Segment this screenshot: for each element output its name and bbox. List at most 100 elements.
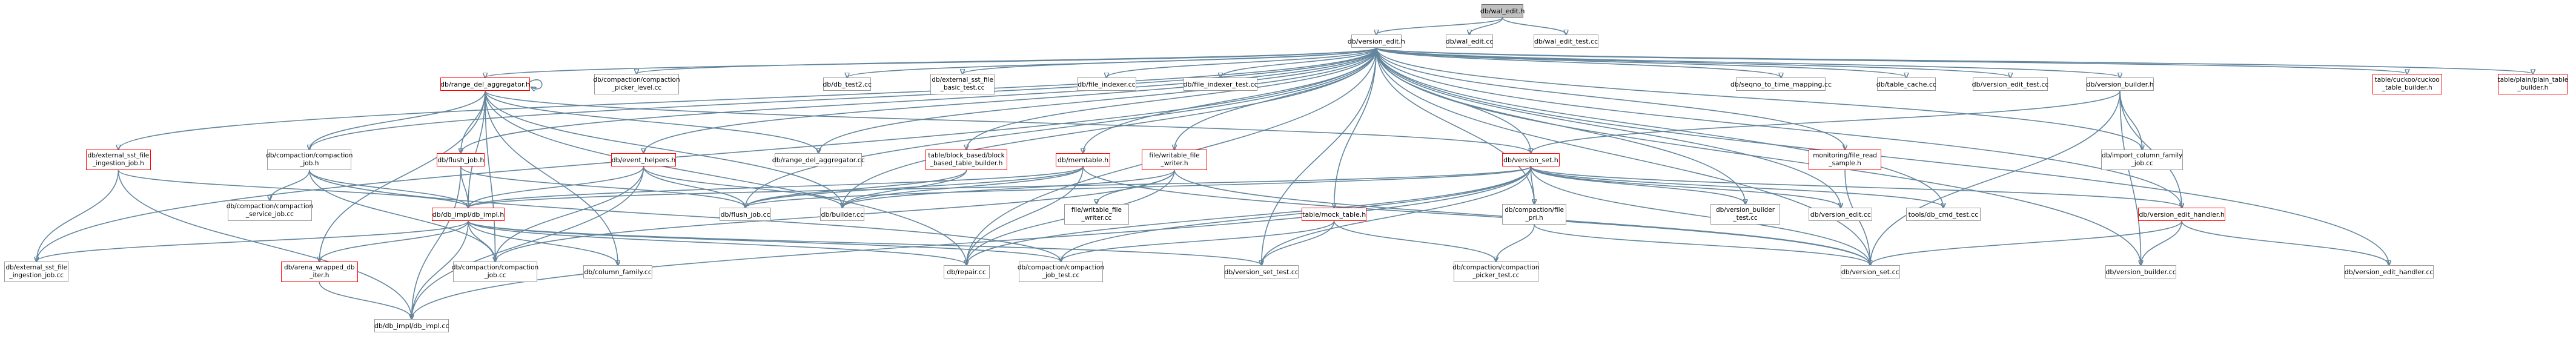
- graph-edge-wal-edit-h-to-wal-edit-cc: [1469, 17, 1503, 35]
- graph-node-import-column-family-job-cc[interactable]: db/import_column_family _job.cc: [2101, 150, 2184, 170]
- graph-edge-mock-table-h-to-compaction-picker-test-cc: [1333, 220, 1496, 262]
- graph-edge-version-edit-h-to-plain-table-builder-h: [1376, 47, 2533, 74]
- graph-node-repair-cc[interactable]: db/repair.cc: [943, 265, 990, 278]
- graph-node-file-indexer-test-cc[interactable]: db/file_indexer_test.cc: [1184, 77, 1258, 91]
- graph-node-version-set-cc[interactable]: db/version_set.cc: [1840, 265, 1900, 278]
- graph-node-arena-wrapped-db-iter-h[interactable]: db/arena_wrapped_db _iter.h: [281, 262, 358, 282]
- graph-node-file-read-sample-h[interactable]: monitoring/file_read _sample.h: [1809, 150, 1881, 170]
- graph-edge-version-set-h-to-version-set-cc: [1530, 166, 1870, 265]
- graph-edge-range-del-aggregator-h-to-arena-wrapped-db-iter-h: [319, 90, 486, 262]
- graph-edge-wal-edit-h-to-version-edit-h: [1376, 17, 1503, 35]
- graph-edge-version-builder-h-to-version-set-cc: [1870, 90, 2121, 265]
- graph-node-mock-table-h[interactable]: table/mock_table.h: [1302, 208, 1366, 221]
- graph-edge-memtable-h-to-repair-cc: [967, 166, 1084, 265]
- graph-edge-version-edit-h-to-external-sst-file-ingestion-job-cc: [36, 47, 1377, 262]
- graph-node-block-based-table-builder-h[interactable]: table/block_based/block _based_table_bui…: [925, 150, 1008, 170]
- graph-edge-wal-edit-h-to-wal-edit-test-cc: [1502, 17, 1566, 35]
- graph-node-compaction-job-cc[interactable]: db/compaction/compaction _job.cc: [452, 262, 538, 282]
- graph-edge-version-edit-h-to-version-builder-h: [1376, 47, 2120, 77]
- graph-edge-version-set-h-to-db-cmd-test-cc: [1530, 166, 1943, 208]
- graph-node-compaction-job-h[interactable]: db/compaction/compaction _job.h: [266, 150, 353, 170]
- graph-edge-version-set-h-to-compaction-job-test-cc: [1061, 166, 1532, 262]
- graph-edge-event-helpers-h-to-compaction-job-cc: [495, 166, 644, 262]
- graph-edge-version-edit-h-to-builder-cc: [843, 47, 1377, 208]
- graph-edge-version-edit-h-to-event-helpers-h: [644, 47, 1377, 153]
- graph-node-version-edit-h[interactable]: db/version_edit.h: [1348, 35, 1405, 48]
- graph-edge-memtable-h-to-builder-cc: [843, 166, 1084, 208]
- graph-node-db-impl-cc[interactable]: db/db_impl/db_impl.cc: [374, 319, 449, 332]
- graph-node-builder-cc[interactable]: db/builder.cc: [820, 208, 865, 221]
- graph-node-wal-edit-h[interactable]: db/wal_edit.h: [1480, 4, 1525, 18]
- graph-node-table-cache-cc[interactable]: db/table_cache.cc: [1876, 77, 1936, 91]
- graph-node-version-edit-cc[interactable]: db/version_edit.cc: [1809, 208, 1873, 221]
- graph-node-db-impl-h[interactable]: db/db_impl/db_impl.h: [431, 208, 505, 221]
- graph-node-seqno-to-time-mapping-cc[interactable]: db/seqno_to_time_mapping.cc: [1730, 77, 1832, 91]
- graph-edge-version-edit-h-to-table-cache-cc: [1376, 47, 1906, 77]
- graph-edge-version-edit-handler-h-to-version-edit-handler-cc: [2181, 220, 2389, 265]
- graph-edge-range-del-aggregator-h-to-db-impl-h: [468, 90, 486, 208]
- graph-node-version-set-h[interactable]: db/version_set.h: [1502, 153, 1560, 166]
- graph-node-compaction-file-pri-h[interactable]: db/compaction/file _pri.h: [1502, 204, 1567, 225]
- graph-node-compaction-service-job-cc[interactable]: db/compaction/compaction _service_job.cc: [227, 200, 313, 221]
- graph-edge-version-edit-h-to-block-based-table-builder-h: [967, 47, 1377, 150]
- graph-node-version-edit-test-cc[interactable]: db/version_edit_test.cc: [1972, 77, 2048, 91]
- graph-edge-memtable-h-to-db-impl-h: [468, 166, 1084, 208]
- graph-node-flush-job-h[interactable]: db/flush_job.h: [437, 153, 485, 166]
- graph-node-range-del-aggregator-cc[interactable]: db/range_del_aggregator.cc: [772, 153, 865, 166]
- graph-edge-version-edit-h-to-file-indexer-cc: [1107, 47, 1377, 77]
- graph-edge-memtable-h-to-flush-job-cc: [746, 166, 1084, 208]
- graph-edge-compaction-job-h-to-compaction-job-cc: [308, 170, 495, 262]
- graph-edge-version-builder-h-to-version-set-h: [1531, 90, 2121, 153]
- graph-edge-version-edit-h-to-seqno-to-time-mapping-cc: [1376, 47, 1781, 77]
- graph-edge-arena-wrapped-db-iter-h-to-db-impl-cc: [319, 281, 411, 319]
- graph-node-compaction-job-test-cc[interactable]: db/compaction/compaction _job_test.cc: [1018, 262, 1104, 282]
- graph-edge-external-sst-file-ingestion-job-h-to-db-impl-cc: [118, 170, 411, 319]
- graph-node-compaction-picker-level-cc[interactable]: db/compaction/compaction _picker_level.c…: [593, 74, 680, 94]
- graph-node-version-edit-handler-h[interactable]: db/version_edit_handler.h: [2138, 208, 2225, 221]
- graph-edge-version-edit-h-to-external-sst-file-ingestion-job-h: [118, 47, 1377, 150]
- graph-edge-external-sst-file-ingestion-job-h-to-db-impl-h: [118, 170, 468, 208]
- graph-edge-version-set-h-to-repair-cc: [967, 166, 1532, 265]
- graph-edge-external-sst-file-ingestion-job-h-to-external-sst-file-ingestion-job-cc: [36, 170, 119, 262]
- graph-edge-compaction-job-h-to-db-impl-h: [308, 170, 468, 208]
- graph-edge-range-del-aggregator-h-to-compaction-job-h: [310, 90, 486, 150]
- graph-edge-version-edit-h-to-version-edit-test-cc: [1376, 47, 2010, 77]
- graph-node-external-sst-file-ingestion-job-h[interactable]: db/external_sst_file _ingestion_job.h: [86, 150, 151, 170]
- graph-edge-block-based-table-builder-h-to-flush-job-cc: [746, 170, 967, 208]
- graph-edge-event-helpers-h-to-db-impl-h: [468, 166, 644, 208]
- graph-edge-version-edit-h-to-version-builder-cc: [1376, 47, 2141, 265]
- graph-node-external-sst-file-basic-test-cc[interactable]: db/external_sst_file _basic_test.cc: [930, 74, 995, 94]
- graph-node-writable-file-writer-h[interactable]: file/writable_file _writer.h: [1142, 150, 1207, 170]
- graph-node-db-cmd-test-cc[interactable]: tools/db_cmd_test.cc: [1906, 208, 1981, 221]
- graph-edge-version-edit-h-to-version-set-test-cc: [1262, 47, 1377, 265]
- graph-node-wal-edit-test-cc[interactable]: db/wal_edit_test.cc: [1533, 35, 1599, 48]
- graph-node-flush-job-cc[interactable]: db/flush_job.cc: [720, 208, 772, 221]
- graph-edge-range-del-aggregator-h-to-range-del-aggregator-cc: [485, 90, 818, 153]
- graph-edge-flush-job-h-to-flush-job-cc: [460, 166, 746, 208]
- graph-node-event-helpers-h[interactable]: db/event_helpers.h: [611, 153, 677, 166]
- graph-node-db-test2-cc[interactable]: db/db_test2.cc: [823, 77, 872, 91]
- graph-node-cuckoo-table-builder-h[interactable]: table/cuckoo/cuckoo _table_builder.h: [2372, 74, 2442, 94]
- graph-edge-version-set-h-to-version-set-test-cc: [1262, 166, 1532, 265]
- graph-edge-version-set-h-to-db-impl-cc: [412, 166, 1532, 319]
- graph-node-external-sst-file-ingestion-job-cc[interactable]: db/external_sst_file _ingestion_job.cc: [4, 262, 69, 282]
- graph-edge-range-del-aggregator-h-to-version-set-h: [485, 90, 1531, 153]
- graph-node-column-family-cc[interactable]: db/column_family.cc: [583, 265, 652, 278]
- graph-edge-writable-file-writer-h-to-builder-cc: [843, 170, 1175, 208]
- graph-edge-db-impl-h-to-external-sst-file-ingestion-job-cc: [36, 220, 469, 262]
- graph-node-compaction-picker-test-cc[interactable]: db/compaction/compaction _picker_test.cc: [1452, 262, 1540, 282]
- graph-node-range-del-aggregator-h[interactable]: db/range_del_aggregator.h: [440, 77, 531, 91]
- graph-node-wal-edit-cc[interactable]: db/wal_edit.cc: [1446, 35, 1493, 48]
- graph-node-version-builder-cc[interactable]: db/version_builder.cc: [2105, 265, 2176, 278]
- graph-node-version-edit-handler-cc[interactable]: db/version_edit_handler.cc: [2344, 265, 2434, 278]
- graph-node-plain-table-builder-h[interactable]: table/plain/plain_table _builder.h: [2498, 74, 2568, 94]
- graph-edge-version-edit-h-to-file-read-sample-h: [1376, 47, 1845, 150]
- graph-node-version-builder-h[interactable]: db/version_builder.h: [2086, 77, 2154, 91]
- graph-node-version-builder-test-cc[interactable]: db/version_builder _test.cc: [1710, 204, 1781, 225]
- graph-node-version-set-test-cc[interactable]: db/version_set_test.cc: [1223, 265, 1299, 278]
- graph-node-file-indexer-cc[interactable]: db/file_indexer.cc: [1077, 77, 1136, 91]
- graph-node-writable-file-writer-cc[interactable]: file/writable_file _writer.cc: [1064, 204, 1130, 225]
- graph-node-memtable-h[interactable]: db/memtable.h: [1055, 153, 1111, 166]
- graph-edge-version-edit-h-to-range-del-aggregator-cc: [818, 47, 1377, 153]
